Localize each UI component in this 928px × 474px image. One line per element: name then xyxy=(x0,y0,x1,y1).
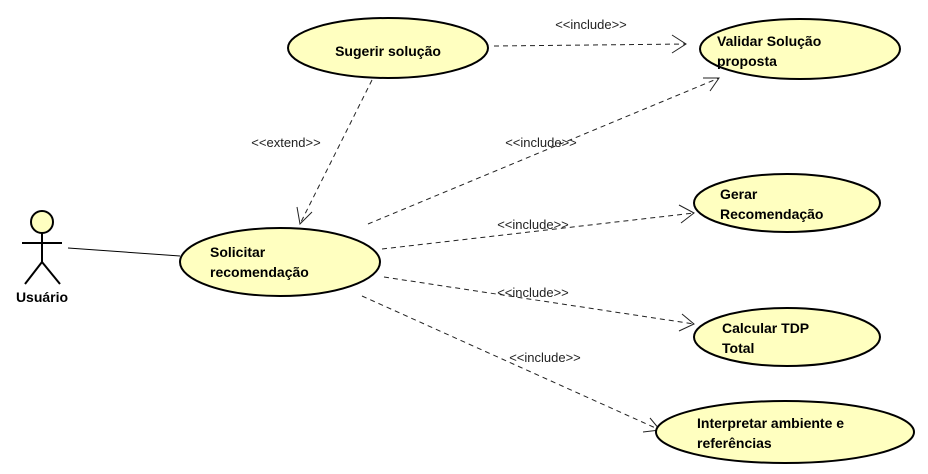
relation-include-solicitar-calcular[interactable]: <<include>> xyxy=(383,276,695,332)
arrow-head xyxy=(678,204,695,224)
actor-usuario[interactable]: Usuário xyxy=(16,210,68,305)
use-case-label-line1: Calcular TDP xyxy=(722,320,809,336)
relation-include-solicitar-interpretar[interactable]: <<include>> xyxy=(361,295,661,433)
use-case-gerar-recomendacao[interactable]: Gerar Recomendação xyxy=(693,173,881,233)
relation-include-sugerir-validar[interactable]: <<include>> xyxy=(493,17,687,54)
relation-extend-sugerir-solicitar[interactable]: <<extend>> xyxy=(251,79,373,226)
use-case-label-line2: Recomendação xyxy=(720,206,823,222)
use-case-label-line1: Solicitar xyxy=(210,244,266,260)
arrow-head xyxy=(678,313,695,332)
relation-line xyxy=(383,276,695,325)
arrow-head xyxy=(296,206,313,226)
actor-right-leg xyxy=(41,261,61,285)
use-case-ellipse xyxy=(699,18,901,80)
use-case-ellipse xyxy=(655,400,915,464)
use-case-label-line2: proposta xyxy=(717,53,777,69)
arrow-head xyxy=(671,34,687,54)
use-case-label: Sugerir solução xyxy=(335,43,441,59)
actor-left-leg xyxy=(24,261,43,285)
use-case-label-line2: referências xyxy=(697,435,772,451)
use-case-ellipse xyxy=(693,307,881,367)
use-case-label-line1: Interpretar ambiente e xyxy=(697,415,844,431)
actor-head xyxy=(30,210,54,234)
arrow-head xyxy=(703,77,720,92)
use-case-ellipse xyxy=(179,227,381,297)
use-case-label-line1: Validar Solução xyxy=(717,33,821,49)
relation-line xyxy=(367,77,720,225)
association-line xyxy=(67,247,181,257)
relation-line xyxy=(493,43,687,47)
relation-label: <<include>> xyxy=(505,135,577,150)
use-case-label-line1: Gerar xyxy=(720,186,758,202)
relation-label: <<include>> xyxy=(497,285,569,300)
use-case-interpretar-ambiente[interactable]: Interpretar ambiente e referências xyxy=(655,400,915,464)
relation-include-solicitar-gerar[interactable]: <<include>> xyxy=(381,204,695,250)
relation-label: <<include>> xyxy=(555,17,627,32)
use-case-label-line2: recomendação xyxy=(210,264,309,280)
relation-label: <<include>> xyxy=(497,217,569,232)
relation-include-solicitar-validar[interactable]: <<include>> xyxy=(367,77,720,225)
relation-line xyxy=(381,212,695,250)
relation-label: <<include>> xyxy=(509,350,581,365)
use-case-solicitar-recomendacao[interactable]: Solicitar recomendação xyxy=(179,227,381,297)
relation-line xyxy=(361,295,661,431)
use-case-label-line2: Total xyxy=(722,340,754,356)
actor-label: Usuário xyxy=(16,289,68,305)
use-case-validar-solucao[interactable]: Validar Solução proposta xyxy=(699,18,901,80)
use-case-calcular-tdp[interactable]: Calcular TDP Total xyxy=(693,307,881,367)
use-case-ellipse xyxy=(693,173,881,233)
relation-label: <<extend>> xyxy=(251,135,320,150)
use-case-sugerir-solucao[interactable]: Sugerir solução xyxy=(287,17,489,79)
use-case-ellipse xyxy=(287,17,489,79)
relation-line xyxy=(299,79,373,225)
